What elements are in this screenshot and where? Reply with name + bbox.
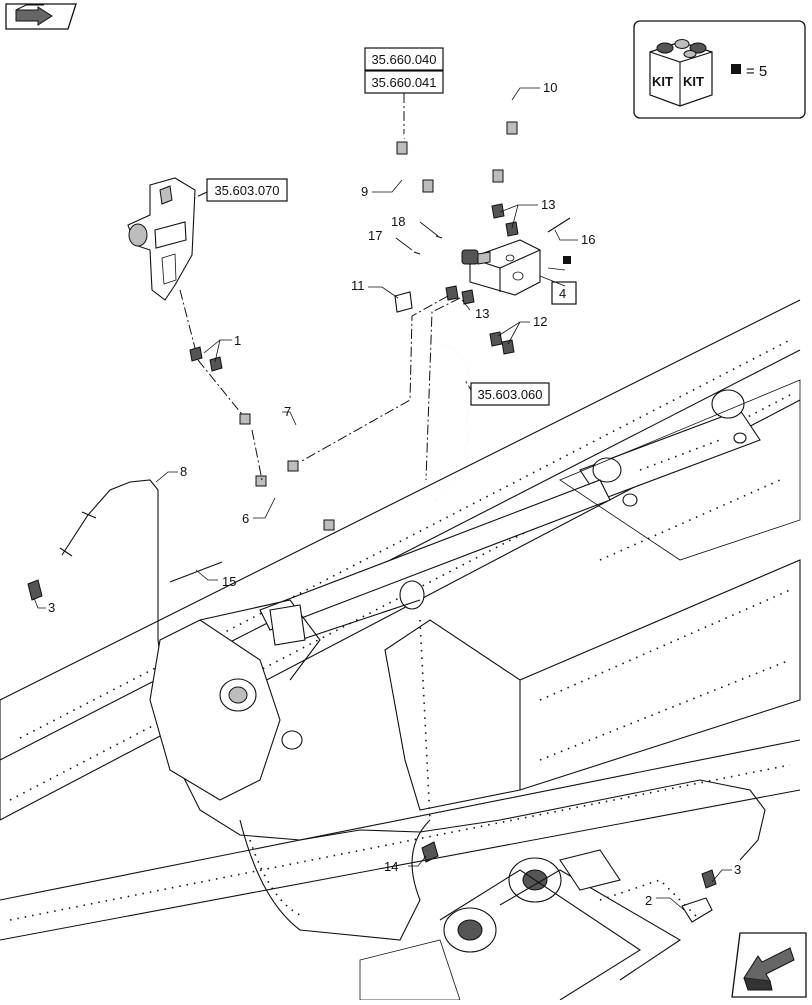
callout-18[interactable]: 18 — [391, 214, 405, 229]
ref-b-text: 35.660.041 — [371, 75, 436, 90]
kit-legend: KIT KIT = 5 — [633, 20, 806, 119]
callout-numbers: 1 2 3 3 4 6 7 8 9 10 11 12 13 13 14 15 1… — [48, 80, 741, 908]
tube-6 — [255, 475, 335, 531]
valve-block — [461, 239, 577, 305]
ref-box-b[interactable]: 35.660.041 — [364, 70, 444, 94]
callout-9[interactable]: 9 — [361, 184, 368, 199]
page-back-button[interactable] — [5, 3, 77, 30]
ref-box-a[interactable]: 35.660.040 — [364, 47, 444, 71]
fitting-12 — [489, 331, 515, 355]
cable-8 — [59, 479, 766, 861]
bolt-16 — [547, 217, 571, 233]
callout-6[interactable]: 6 — [242, 511, 249, 526]
callout-13-upper[interactable]: 13 — [541, 197, 555, 212]
kit-label-2: KIT — [683, 74, 704, 89]
fitting-13-upper — [491, 203, 519, 237]
callout-10[interactable]: 10 — [543, 80, 557, 95]
ref-box-c[interactable]: 35.603.070 — [206, 178, 288, 202]
callout-3-left[interactable]: 3 — [48, 600, 55, 615]
callout-11[interactable]: 11 — [351, 278, 365, 293]
ref-c-text: 35.603.070 — [214, 183, 279, 198]
page-back-arrow-icon — [15, 4, 53, 26]
hydraulic-tube-assembly — [396, 61, 518, 200]
pin-18 — [435, 235, 443, 239]
callout-7[interactable]: 7 — [284, 404, 291, 419]
callout-leaders — [33, 87, 732, 911]
tube-7 — [239, 413, 302, 472]
kit-equals-text: = 5 — [746, 63, 767, 80]
ref-a-text: 35.660.040 — [371, 52, 436, 67]
callout-12[interactable]: 12 — [533, 314, 547, 329]
callout-1[interactable]: 1 — [234, 333, 241, 348]
callout-14[interactable]: 14 — [384, 859, 398, 874]
sensor-11 — [394, 291, 469, 501]
cable-tie-15 — [169, 561, 223, 583]
fitting-13-lower — [445, 285, 475, 305]
connector-3-right — [701, 869, 717, 889]
callout-13-lower[interactable]: 13 — [475, 306, 489, 321]
page-forward-button[interactable] — [731, 932, 807, 998]
machine-frame — [0, 299, 801, 1001]
ref-d-text: 35.603.060 — [477, 387, 542, 402]
pin-17 — [413, 251, 421, 255]
callout-3-right[interactable]: 3 — [734, 862, 741, 877]
ref-box-d[interactable]: 35.603.060 — [470, 382, 550, 406]
kit-marker-icon-2 — [563, 256, 571, 264]
page-forward-arrow-icon — [743, 947, 795, 991]
callout-15[interactable]: 15 — [222, 574, 236, 589]
callout-2[interactable]: 2 — [645, 893, 652, 908]
sprocket-assembly — [359, 849, 701, 1001]
bracket-2 — [681, 897, 713, 923]
kit-box-icon: KIT KIT — [649, 39, 713, 107]
callout-8[interactable]: 8 — [180, 464, 187, 479]
callout-16[interactable]: 16 — [581, 232, 595, 247]
fitting-1 — [189, 346, 223, 372]
callout-17[interactable]: 17 — [368, 228, 382, 243]
mounting-bracket — [127, 177, 196, 301]
callout-4[interactable]: 4 — [559, 286, 566, 301]
connector-3-left — [27, 579, 43, 601]
kit-marker-icon — [731, 64, 741, 74]
kit-label-1: KIT — [652, 74, 673, 89]
